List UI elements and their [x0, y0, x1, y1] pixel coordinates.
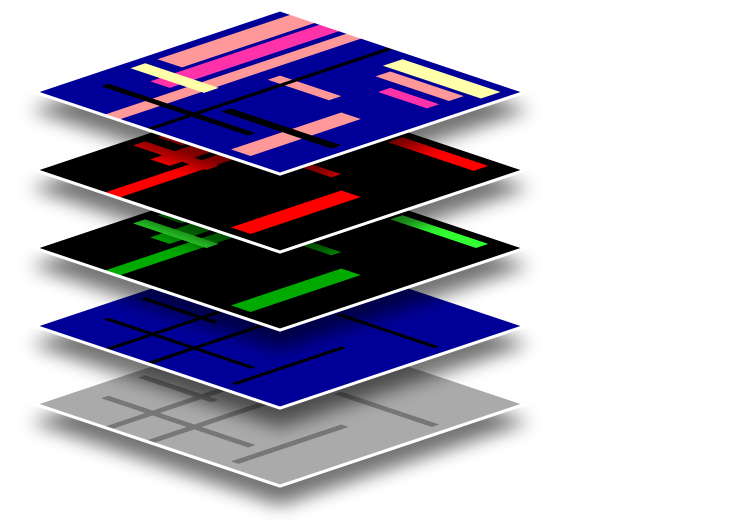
layer-composite-shape	[378, 87, 440, 109]
layer-green-channel-shape	[390, 215, 489, 248]
layer-blue-channel-shape	[231, 346, 347, 386]
layer-green-channel-border	[30, 164, 530, 332]
layer-composite-shape	[145, 46, 396, 131]
layer-composite-shape	[157, 14, 317, 68]
layer-blue-channel-shape	[103, 317, 256, 369]
layer-composite-shape	[150, 23, 342, 88]
layer-red-channel-shape	[387, 137, 489, 171]
layer-blue-channel-border	[30, 242, 530, 410]
layer-composite-shape	[101, 83, 256, 136]
layer-blue-channel-shape	[140, 297, 219, 324]
layer-grayscale-shape	[137, 375, 219, 403]
layer-composite-shape	[103, 32, 364, 120]
layer-composite-shape	[221, 108, 342, 149]
layer-red-channel-shape	[133, 141, 219, 170]
layer-composite-border	[30, 8, 530, 176]
layer-composite	[30, 8, 530, 176]
layer-green-channel-shape	[231, 268, 361, 312]
layer-red-channel-shape	[231, 190, 361, 234]
layer-blue-channel-shape	[336, 313, 440, 349]
layer-red-channel-border	[30, 86, 530, 254]
layer-grayscale-shape	[231, 424, 349, 464]
layer-composite-shape	[130, 63, 219, 93]
layer-green-channel-shape	[133, 219, 219, 248]
layers-group	[30, 8, 530, 488]
layer-composite-shape	[382, 59, 501, 99]
layer-composite-shape	[375, 71, 464, 102]
layer-grayscale-border	[30, 320, 530, 488]
layer-grayscale-shape	[333, 391, 440, 427]
layer-grayscale-shape	[101, 395, 256, 448]
